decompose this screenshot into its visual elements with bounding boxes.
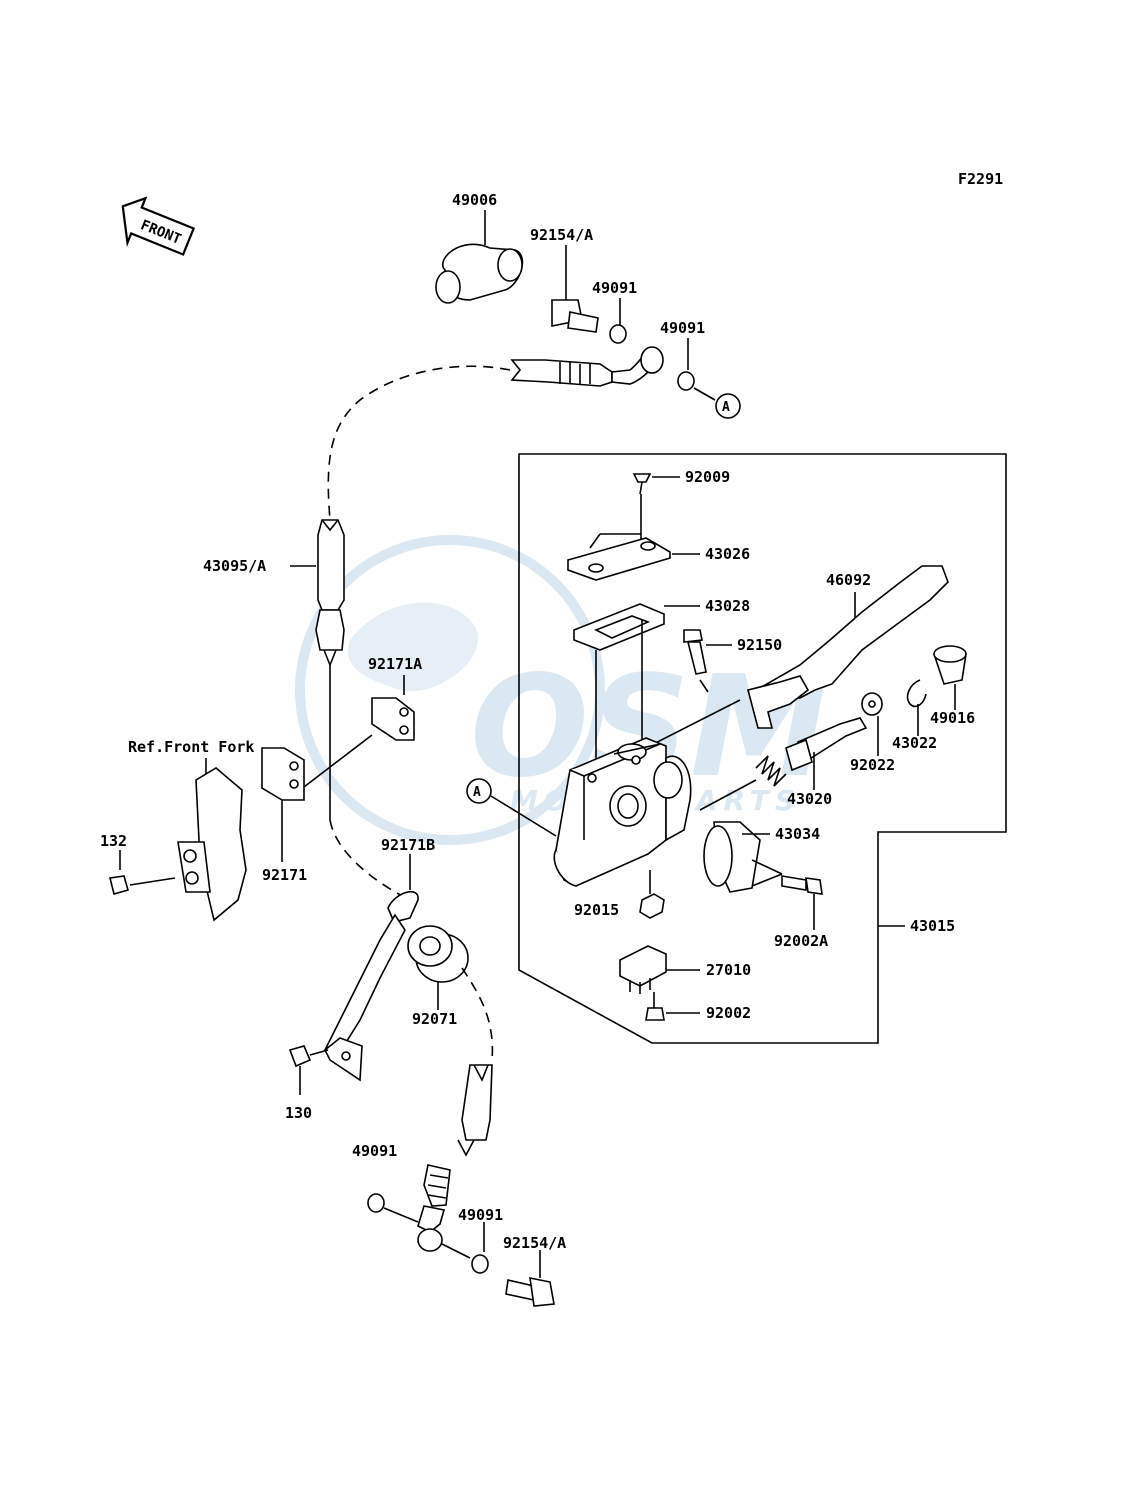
ref-a-cyl: A	[473, 785, 481, 800]
part-130	[288, 1045, 329, 1095]
callout-92150: 92150	[737, 636, 782, 654]
front-direction-arrow: FRONT	[121, 196, 196, 256]
ref-front-fork: Ref.Front Fork	[128, 738, 254, 756]
callout-49091-a: 49091	[592, 279, 637, 297]
callout-49006: 49006	[452, 191, 497, 209]
part-92171a	[299, 675, 415, 791]
part-92022	[861, 692, 883, 756]
callout-43022: 43022	[892, 734, 937, 752]
callout-43095a: 43095/A	[203, 557, 266, 575]
part-49006	[435, 210, 524, 304]
callout-92015: 92015	[574, 901, 619, 919]
hose-upper-dash	[327, 365, 511, 521]
ref-a-top: A	[722, 400, 730, 415]
callout-92171a: 92171A	[368, 655, 422, 673]
part-92002	[645, 992, 700, 1021]
part-43034	[703, 821, 783, 893]
watermark-globe-icon	[295, 535, 605, 845]
part-49091-c	[367, 1193, 419, 1223]
part-49091-a	[609, 298, 627, 344]
callout-49016: 49016	[930, 709, 975, 727]
callout-92009: 92009	[685, 468, 730, 486]
part-49016	[933, 645, 967, 710]
part-92071	[407, 925, 469, 1010]
part-43095a	[290, 519, 345, 668]
callout-92154a-bot: 92154/A	[503, 1234, 566, 1252]
assembly-43015-boundary	[518, 453, 1007, 1044]
callout-43020: 43020	[787, 790, 832, 808]
part-43026	[567, 533, 700, 581]
hose-lower-dash	[461, 967, 494, 1061]
callout-132: 132	[100, 832, 127, 850]
master-cylinder-body	[553, 737, 692, 887]
part-46092	[747, 565, 949, 729]
front-arrow-icon	[121, 196, 196, 256]
callout-49091-d: 49091	[458, 1206, 503, 1224]
part-27010	[619, 945, 700, 994]
watermark-continent-icon	[348, 602, 479, 692]
part-92171b	[323, 854, 419, 1082]
callout-49091-c: 49091	[352, 1142, 397, 1160]
part-132	[109, 841, 211, 895]
front-fork-ref	[195, 758, 247, 922]
ref-a-circle-cyl	[466, 778, 492, 804]
figure-code: F2291	[958, 170, 1003, 188]
callout-92154a-top: 92154/A	[530, 226, 593, 244]
part-92150	[621, 629, 741, 761]
part-43028	[573, 603, 700, 830]
ref-a-circle-top	[715, 393, 741, 419]
callout-43026: 43026	[705, 545, 750, 563]
callout-92002a: 92002A	[774, 932, 828, 950]
callout-92071: 92071	[412, 1010, 457, 1028]
callout-92022: 92022	[850, 756, 895, 774]
part-49091-d	[441, 1222, 489, 1274]
part-49091-b: A	[677, 338, 741, 419]
callout-43028: 43028	[705, 597, 750, 615]
part-92009	[632, 473, 680, 540]
callout-49091-b: 49091	[660, 319, 705, 337]
part-92002a	[781, 875, 823, 930]
callout-92002: 92002	[706, 1004, 751, 1022]
upper-hose-fitting	[510, 346, 664, 387]
part-43020	[699, 717, 868, 811]
part-92015	[639, 870, 665, 919]
hose-mid-dash	[329, 819, 411, 901]
part-92154a-top	[551, 245, 599, 333]
callout-27010: 27010	[706, 961, 751, 979]
callout-43015: 43015	[910, 917, 955, 935]
callout-130: 130	[285, 1104, 312, 1122]
callout-92171: 92171	[262, 866, 307, 884]
callout-92171b: 92171B	[381, 836, 435, 854]
part-92171	[261, 747, 305, 862]
callout-46092: 46092	[826, 571, 871, 589]
part-92154a-bot	[505, 1250, 555, 1307]
callout-43034: 43034	[775, 825, 820, 843]
part-43022	[906, 679, 927, 736]
lower-hose-fitting	[417, 1064, 493, 1252]
